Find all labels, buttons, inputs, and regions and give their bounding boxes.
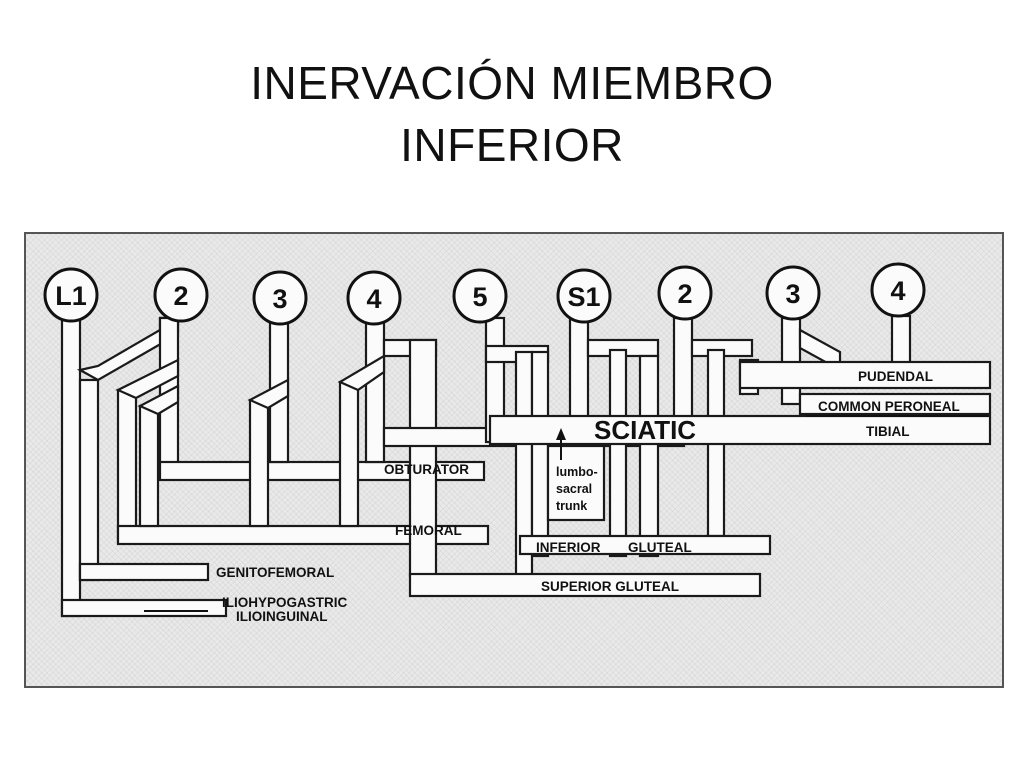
genitofemoral-label: GENITOFEMORAL xyxy=(216,565,334,580)
iliohypogastric-label: ILIOHYPOGASTRIC xyxy=(222,595,348,610)
pudendal-nerve xyxy=(738,360,992,390)
l4-trunk xyxy=(364,318,386,464)
l3-femoral-branch xyxy=(248,398,270,528)
obturator-label: OBTURATOR xyxy=(384,462,469,477)
root-label: 4 xyxy=(366,284,381,314)
root-label: S1 xyxy=(567,282,600,312)
lumbosacral-label-line: lumbo- xyxy=(556,465,598,479)
root-s4 xyxy=(870,262,926,318)
ilioinguinal-label: ILIOINGUINAL xyxy=(236,609,328,624)
root-l2 xyxy=(153,267,209,323)
l2-femoral-branch xyxy=(116,388,138,544)
l4-descending xyxy=(408,338,438,578)
genitofemoral-branch xyxy=(78,562,210,582)
title-line-2: INFERIOR xyxy=(400,119,624,171)
lumbosacral-label-line: trunk xyxy=(556,499,587,513)
root-circles: L1 2 3 4 5 S1 2 3 4 xyxy=(43,262,926,326)
s1-gluteal-b xyxy=(638,354,660,558)
femoral-label: FEMORAL xyxy=(395,523,462,538)
l2-diag xyxy=(115,358,180,400)
root-label: L1 xyxy=(55,281,87,311)
l1-l2-loop xyxy=(78,378,100,582)
lumbosacral-arrow-icon xyxy=(556,428,566,440)
tibial-label: TIBIAL xyxy=(866,424,910,439)
lumbosacral-trunk-box xyxy=(546,444,606,522)
nerve-labels: PUDENDAL COMMON PERONEAL SCIATIC TIBIAL … xyxy=(144,369,988,624)
l5-inferior-gluteal xyxy=(530,350,550,558)
s4-trunk xyxy=(890,314,912,366)
l3-diag xyxy=(247,378,290,410)
l2-femoral-loop xyxy=(138,404,160,528)
common-peroneal-nerve xyxy=(798,392,992,416)
l4-diag xyxy=(337,354,386,392)
root-label: 2 xyxy=(173,281,188,311)
root-s2 xyxy=(657,265,713,321)
root-l1 xyxy=(43,267,99,323)
sciatic-label: SCIATIC xyxy=(594,415,696,445)
s1-gluteal-a xyxy=(608,348,628,558)
title-line-1: INERVACIÓN MIEMBRO xyxy=(250,57,774,109)
root-l4 xyxy=(346,270,402,326)
l4-femoral-branch xyxy=(338,380,360,528)
root-s3 xyxy=(765,265,821,321)
root-s1 xyxy=(556,268,612,324)
superior-gluteal-label: SUPERIOR GLUTEAL xyxy=(541,579,679,594)
lumbosacral-label-line: sacral xyxy=(556,482,592,496)
sciatic-nerve xyxy=(488,414,992,446)
inferior-label: INFERIOR xyxy=(536,540,601,555)
l2-diag-2 xyxy=(137,384,180,416)
root-label: 4 xyxy=(890,276,905,306)
gluteal-label: GLUTEAL xyxy=(628,540,692,555)
common-peroneal-label: COMMON PERONEAL xyxy=(818,399,960,414)
inferior-gluteal-nerve xyxy=(518,534,772,556)
root-l3 xyxy=(252,270,308,326)
nerve-channels xyxy=(60,314,992,618)
femoral-nerve xyxy=(116,524,490,546)
obturator-nerve xyxy=(158,460,486,482)
root-label: 2 xyxy=(677,279,692,309)
l1-trunk xyxy=(60,316,82,618)
root-label: 5 xyxy=(472,282,487,312)
root-label: 3 xyxy=(272,284,287,314)
superior-gluteal-nerve xyxy=(408,572,762,598)
root-l5 xyxy=(452,268,508,324)
ilioinguinal-branch xyxy=(60,598,228,618)
pudendal-label: PUDENDAL xyxy=(858,369,933,384)
slide-title: INERVACIÓN MIEMBRO INFERIOR xyxy=(0,52,1024,176)
root-label: 3 xyxy=(785,279,800,309)
